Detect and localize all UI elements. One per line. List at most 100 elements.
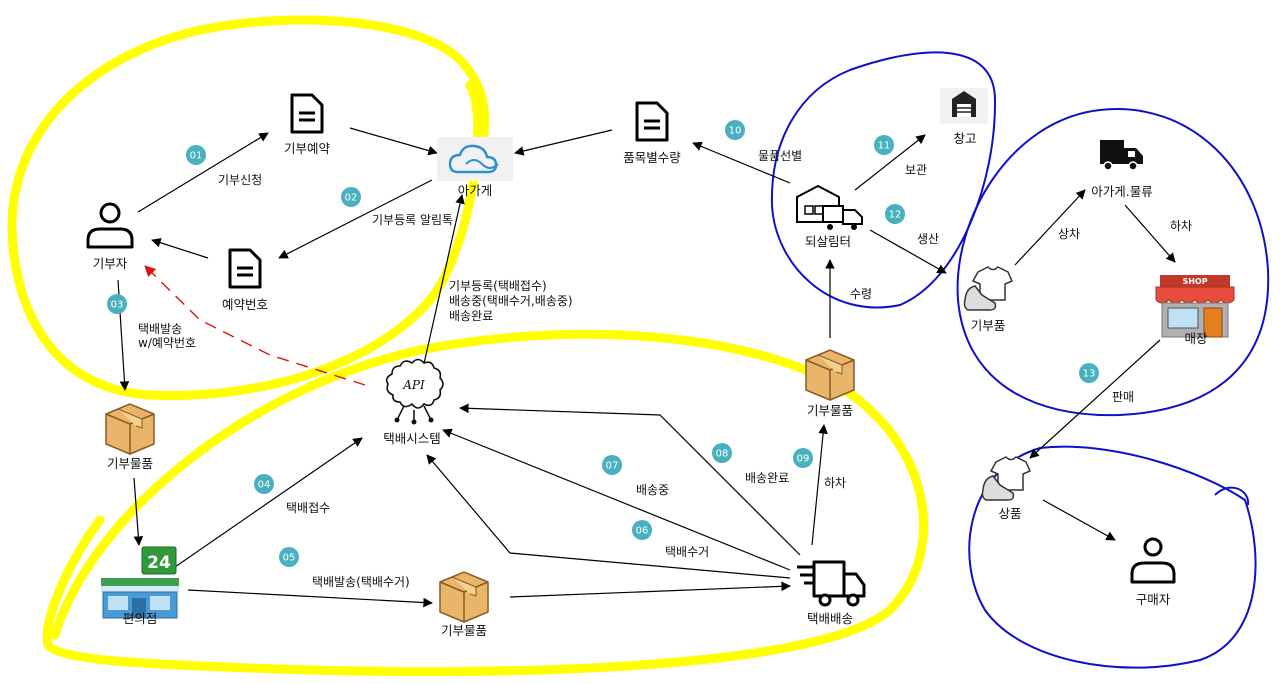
node-donated-goods-left: 기부물품 xyxy=(105,403,155,471)
blue-circle-buyer xyxy=(968,445,1257,669)
edge-dashed-api-to-donor xyxy=(144,265,366,386)
tshirt-icon xyxy=(963,266,1013,311)
svg-text:아가게: 아가게 xyxy=(458,183,493,198)
node-convenience-store: 24 편의점 xyxy=(101,546,179,626)
label-registration-notice: 기부등록 알림톡 xyxy=(372,213,453,227)
svg-text:상품: 상품 xyxy=(998,506,1021,521)
edge-recycling-to-itemqty xyxy=(692,141,791,184)
node-store: SHOP 매장 xyxy=(1155,275,1235,346)
svg-text:되살림터: 되살림터 xyxy=(805,234,851,249)
node-donation-reservation: 기부예약 xyxy=(284,93,331,156)
truck-icon xyxy=(1100,140,1143,171)
badge-07: 07 xyxy=(602,455,622,475)
badge-13: 13 xyxy=(1079,363,1099,383)
edge-donor-to-reservation xyxy=(137,132,269,213)
badge-12: 12 xyxy=(885,204,905,224)
node-delivery-system: API 택배시스템 xyxy=(383,358,444,446)
badge-09: 09 xyxy=(793,448,813,468)
svg-text:매장: 매장 xyxy=(1184,331,1208,346)
label-unload-store: 하차 xyxy=(1170,219,1192,233)
edge-product-to-buyer xyxy=(1042,499,1116,541)
svg-text:기부예약: 기부예약 xyxy=(284,141,331,156)
edge-donated-to-logistics xyxy=(1014,189,1086,266)
label-send-line1: 택배발송 xyxy=(138,322,182,336)
box-icon xyxy=(105,403,155,455)
svg-text:03: 03 xyxy=(111,300,124,311)
svg-text:SHOP: SHOP xyxy=(1182,277,1207,286)
node-agage-logistics: 아가게.물류 xyxy=(1091,140,1153,199)
node-agage: 아가게 xyxy=(437,137,513,198)
node-reservation-number: 예약번호 xyxy=(222,248,268,312)
svg-text:API: API xyxy=(402,378,425,392)
svg-text:편의점: 편의점 xyxy=(123,611,158,626)
label-production: 생산 xyxy=(917,232,939,246)
svg-text:택배배송: 택배배송 xyxy=(807,611,853,626)
edge-truck-to-api-delivered xyxy=(459,403,801,556)
api-gear-icon: API xyxy=(385,358,444,425)
badge-03: 03 xyxy=(107,294,127,314)
svg-text:08: 08 xyxy=(716,449,729,460)
node-donated-goods-right: 기부물품 xyxy=(805,349,855,418)
label-load: 상차 xyxy=(1058,227,1080,241)
node-donated-item: 기부품 xyxy=(963,266,1013,333)
label-sale: 판매 xyxy=(1112,390,1134,404)
yellow-highlight-top-left xyxy=(7,15,490,401)
edge-recycling-to-donated xyxy=(869,229,947,274)
svg-text:기부물품: 기부물품 xyxy=(807,403,853,418)
edge-resnum-to-donor xyxy=(151,238,209,259)
svg-text:06: 06 xyxy=(636,526,649,537)
svg-text:예약번호: 예약번호 xyxy=(222,297,268,312)
convenience-store-icon: 24 xyxy=(101,546,179,619)
blue-circle-recycling xyxy=(770,51,997,309)
node-warehouse: 창고 xyxy=(940,88,988,146)
svg-text:13: 13 xyxy=(1083,369,1096,380)
warehouse-truck-icon xyxy=(796,184,863,230)
label-status-2: 배송중(택배수거,배송중) xyxy=(449,294,573,308)
edge-labels: 기부신청 기부등록 알림톡 택배발송 w/예약번호 택배접수 택배발송(택배수거… xyxy=(138,149,1192,589)
truck-icon xyxy=(797,560,866,607)
yellow-highlight-bottom xyxy=(42,329,929,677)
svg-text:09: 09 xyxy=(797,454,810,465)
node-courier-delivery: 택배배송 xyxy=(797,560,866,626)
document-icon xyxy=(635,101,669,142)
edge-truck-to-box-right xyxy=(811,424,828,546)
edge-recycling-to-warehouse xyxy=(854,134,926,191)
box-icon xyxy=(805,349,855,401)
shop-icon: SHOP xyxy=(1155,275,1235,338)
label-courier-accepted: 택배접수 xyxy=(286,501,330,515)
edge-truck-to-api-transit xyxy=(442,428,791,571)
node-recycling-center: 되살림터 xyxy=(796,184,863,249)
edge-box-to-store xyxy=(133,477,144,546)
label-in-transit: 배송중 xyxy=(636,483,669,497)
edge-reservation-to-agage xyxy=(349,127,438,156)
label-status-1: 기부등록(택배접수) xyxy=(449,279,547,293)
person-icon xyxy=(86,202,134,249)
label-status-3: 배송완료 xyxy=(449,309,493,323)
badge-02: 02 xyxy=(341,187,361,207)
svg-text:품목별수량: 품목별수량 xyxy=(623,150,681,165)
svg-text:11: 11 xyxy=(878,141,891,152)
badge-05: 05 xyxy=(279,547,299,567)
person-icon xyxy=(1130,537,1176,584)
svg-text:12: 12 xyxy=(889,210,902,221)
svg-text:07: 07 xyxy=(606,461,619,472)
svg-text:기부물품: 기부물품 xyxy=(107,456,153,471)
warehouse-icon xyxy=(952,91,976,117)
label-courier-sent: 택배발송(택배수거) xyxy=(312,575,410,589)
cloud-icon xyxy=(448,144,499,174)
label-storage: 보관 xyxy=(905,163,927,177)
svg-text:택배시스템: 택배시스템 xyxy=(383,431,441,446)
step-badges: 01 02 03 04 05 06 07 08 09 10 11 12 13 xyxy=(107,120,1099,567)
svg-text:구매자: 구매자 xyxy=(1136,592,1171,607)
svg-text:창고: 창고 xyxy=(953,131,976,146)
badge-04: 04 xyxy=(254,474,274,494)
edges xyxy=(117,127,1176,608)
badge-08: 08 xyxy=(712,443,732,463)
badge-06: 06 xyxy=(632,520,652,540)
svg-text:기부자: 기부자 xyxy=(93,256,128,271)
edge-api-to-agage xyxy=(422,194,465,369)
svg-text:02: 02 xyxy=(345,193,358,204)
node-buyer: 구매자 xyxy=(1130,537,1176,607)
svg-text:기부품: 기부품 xyxy=(971,318,1006,333)
svg-text:아가게.물류: 아가게.물류 xyxy=(1091,184,1152,199)
